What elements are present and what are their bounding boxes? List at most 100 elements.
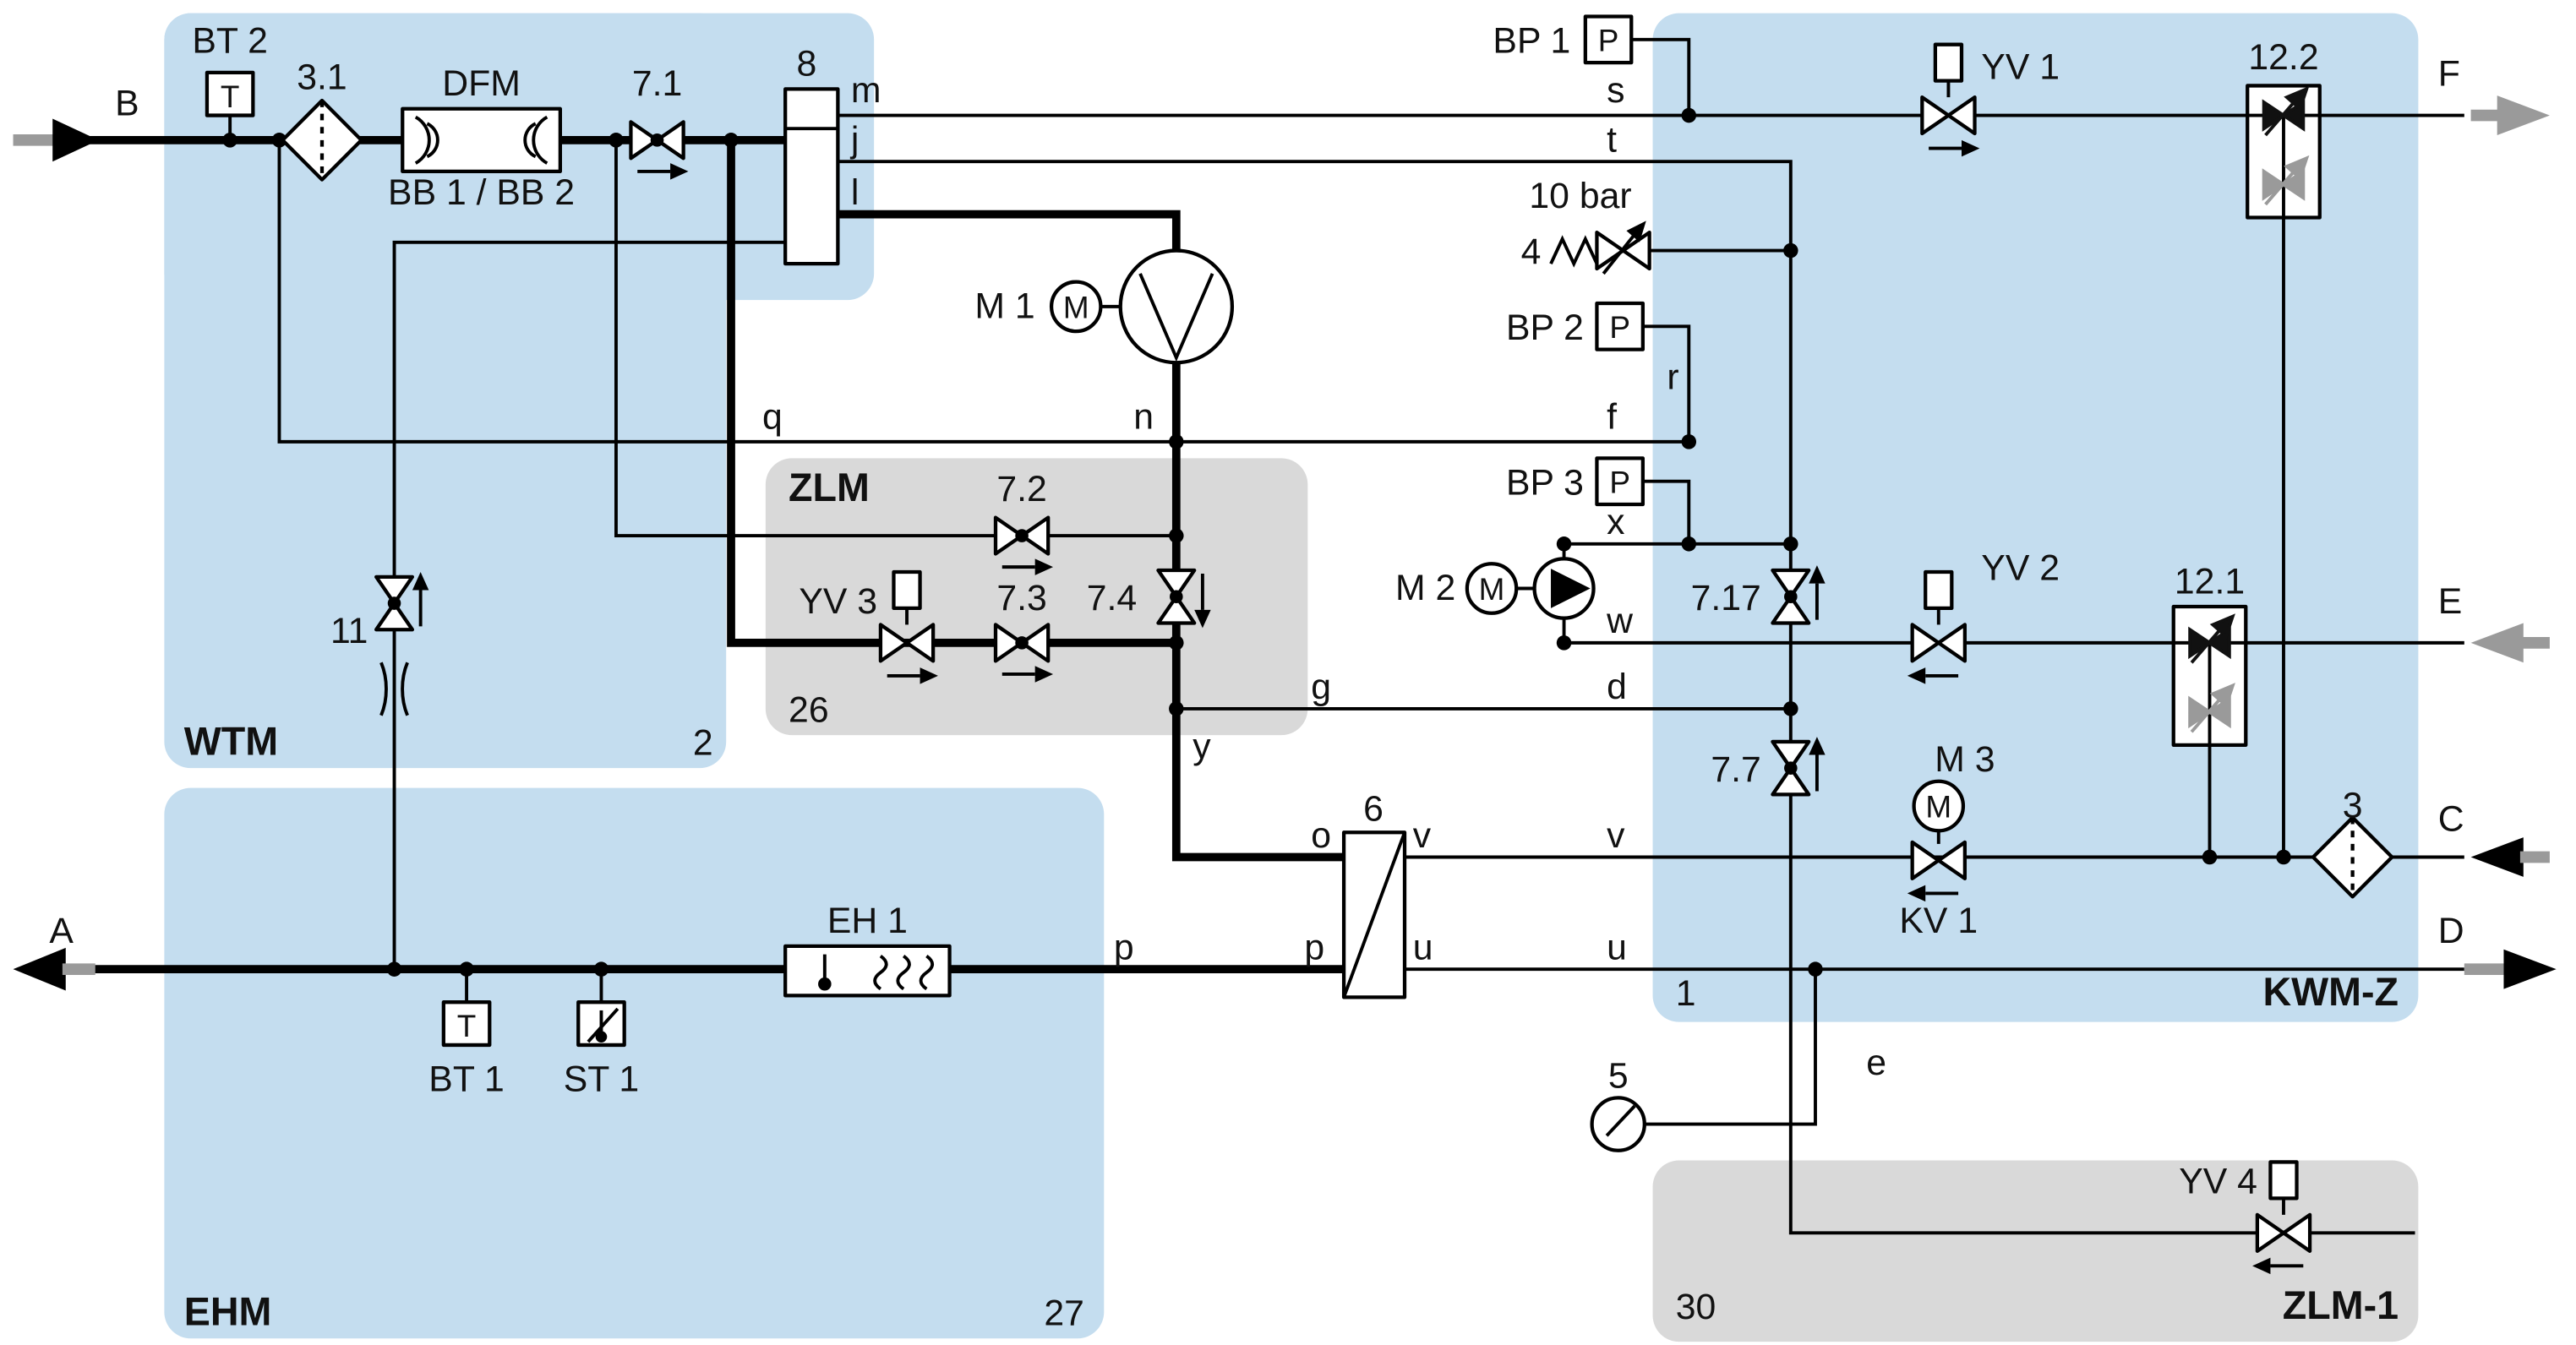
label-port-m: m xyxy=(851,70,881,111)
label-port-x: x xyxy=(1607,502,1624,542)
label-bt1: BT 1 xyxy=(428,1059,505,1099)
heat-exchanger-6-symbol xyxy=(1341,830,1407,999)
label-m3: M 3 xyxy=(1935,739,1995,780)
label-bp1-p: P xyxy=(1598,23,1619,57)
junction-dot xyxy=(1169,528,1184,543)
region-ehm-label: EHM xyxy=(184,1290,272,1334)
label-m3-m: M xyxy=(1925,790,1951,825)
junction-dot xyxy=(1783,242,1798,259)
terminal-d-label: D xyxy=(2438,911,2464,951)
label-m1-m: M xyxy=(1063,290,1089,324)
junction-dot xyxy=(459,961,474,977)
label-bp2: BP 2 xyxy=(1506,308,1584,348)
label-valve-71: 7.1 xyxy=(632,63,682,104)
check-block-12.1-symbol xyxy=(2171,604,2248,747)
region-kwmz-number: 1 xyxy=(1676,973,1696,1014)
junction-dots xyxy=(222,107,2291,977)
label-port-p2: p xyxy=(1304,927,1324,967)
junction-dot xyxy=(1783,536,1798,552)
region-ehm-number: 27 xyxy=(1044,1293,1084,1334)
junction-dot xyxy=(2276,849,2291,865)
label-yv2: YV 2 xyxy=(1981,548,2060,589)
check-block-12.2-symbol xyxy=(2246,84,2322,220)
junction-dot xyxy=(2202,849,2218,865)
label-bp3: BP 3 xyxy=(1506,462,1584,503)
pipe-j-t-riser xyxy=(838,160,2415,1235)
junction-dot xyxy=(1681,107,1697,123)
junction-dot xyxy=(1169,434,1184,449)
temp-switch-st1-symbol xyxy=(576,1000,626,1048)
label-port-f: f xyxy=(1607,396,1617,437)
junction-dot xyxy=(1808,961,1823,977)
junction-dot xyxy=(1169,701,1184,716)
valve-11-symbol xyxy=(376,571,429,629)
label-relief-4: 4 xyxy=(1521,231,1542,272)
label-check-122: 12.2 xyxy=(2248,37,2318,78)
region-zlm1-label: ZLM-1 xyxy=(2283,1283,2399,1327)
label-port-n: n xyxy=(1133,396,1154,437)
label-port-w: w xyxy=(1606,601,1634,641)
pump-m1-symbol xyxy=(1049,248,1235,365)
label-hx-6: 6 xyxy=(1363,789,1384,830)
label-valve-72: 7.2 xyxy=(996,469,1046,509)
label-port-v: v xyxy=(1413,815,1432,856)
region-zlm1-number: 30 xyxy=(1676,1287,1716,1327)
pressure-sensor-bp1-symbol xyxy=(1583,14,1634,65)
label-st1: ST 1 xyxy=(564,1059,640,1099)
terminal-f-label: F xyxy=(2438,53,2460,94)
pipe-drain-11 xyxy=(392,240,786,970)
label-filter-31: 3.1 xyxy=(297,57,347,97)
valve-7.4-symbol xyxy=(1158,570,1211,629)
solenoid-valve-yv1-symbol xyxy=(1922,42,1980,157)
motor-valve-kv1-symbol xyxy=(1907,779,1965,902)
label-port-y: y xyxy=(1192,726,1211,766)
label-vessel-8: 8 xyxy=(797,44,817,84)
label-port-s: s xyxy=(1607,70,1624,111)
region-zlm-number: 26 xyxy=(789,689,829,730)
pump-m2-symbol xyxy=(1465,557,1596,620)
label-relief-setpoint: 10 bar xyxy=(1529,176,1631,216)
junction-dot xyxy=(593,961,609,977)
label-bp1: BP 1 xyxy=(1493,20,1570,61)
label-port-v2: v xyxy=(1607,815,1625,856)
relief-valve-4-symbol xyxy=(1549,221,1650,275)
label-dfm: DFM xyxy=(442,63,521,104)
terminal-a-arrow-icon xyxy=(13,947,96,991)
valve-7.2-symbol xyxy=(996,518,1054,575)
junction-dot xyxy=(1556,536,1572,552)
terminal-e-arrow-icon xyxy=(2470,623,2550,663)
label-port-t: t xyxy=(1607,119,1617,160)
valve-7.1-symbol xyxy=(630,122,689,180)
region-wtm-bg xyxy=(164,13,727,769)
junction-dot xyxy=(1556,635,1572,651)
label-port-p: p xyxy=(1114,927,1134,967)
label-dfm-sub: BB 1 / BB 2 xyxy=(388,172,575,213)
label-gauge-5: 5 xyxy=(1608,1056,1629,1097)
region-zlm1-bg xyxy=(1652,1160,2419,1342)
terminal-b-arrow-icon xyxy=(13,118,99,162)
label-port-r: r xyxy=(1667,357,1678,397)
terminal-f-arrow-icon xyxy=(2470,95,2550,135)
pressure-sensor-bp3-symbol xyxy=(1595,456,1645,507)
label-m2-m: M xyxy=(1479,572,1505,607)
label-pump-m1: M 1 xyxy=(974,286,1034,326)
pressure-sensor-bp2-symbol xyxy=(1595,301,1645,351)
labels: WTM 2 EHM 27 ZLM 26 KWM-Z 1 ZLM-1 30 B A… xyxy=(49,20,2464,1333)
terminal-c-label: C xyxy=(2438,798,2464,839)
label-port-g: g xyxy=(1311,667,1331,707)
region-wtm-number: 2 xyxy=(693,722,713,763)
region-kwmz-label: KWM-Z xyxy=(2262,970,2399,1014)
valve-7.17-symbol xyxy=(1772,565,1826,623)
pipe-bp3-tap xyxy=(1642,479,1691,544)
valve-7.3-symbol xyxy=(996,624,1054,683)
heater-eh1-symbol xyxy=(783,944,952,998)
label-port-l: l xyxy=(851,172,859,213)
label-bt1-t: T xyxy=(457,1009,477,1043)
label-yv1: YV 1 xyxy=(1981,47,2060,88)
solenoid-valve-yv4-symbol xyxy=(2252,1160,2310,1275)
label-port-u2: u xyxy=(1607,927,1627,967)
label-bp2-p: P xyxy=(1609,310,1630,345)
label-yv4: YV 4 xyxy=(2179,1161,2257,1201)
